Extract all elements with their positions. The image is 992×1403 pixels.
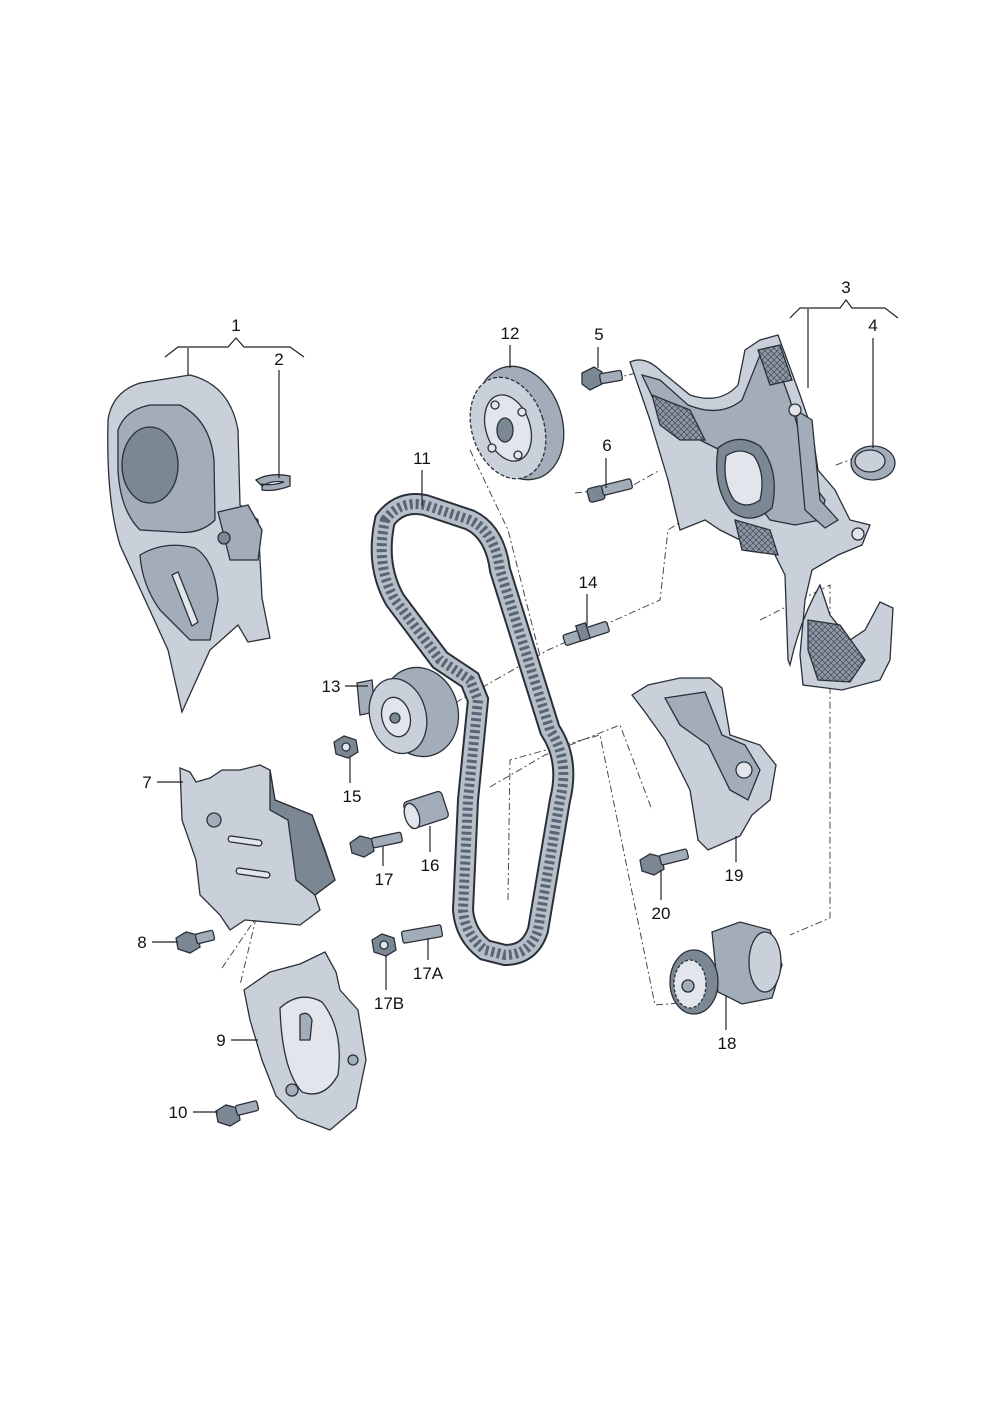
callout-12: 12 — [501, 324, 520, 343]
callout-2: 2 — [274, 350, 283, 369]
bracket-19 — [631, 677, 777, 851]
callout-17: 17 — [375, 870, 394, 889]
bolt-20 — [639, 848, 690, 876]
callout-7: 7 — [142, 773, 151, 792]
callout-13: 13 — [322, 677, 341, 696]
timing-belt — [370, 493, 575, 967]
callout-18: 18 — [718, 1034, 737, 1053]
callout-labels: 1 2 3 4 5 6 7 8 9 10 11 12 13 14 15 16 1… — [137, 278, 877, 1122]
stud-17a — [400, 924, 444, 944]
callout-16: 16 — [421, 856, 440, 875]
lower-cover — [243, 951, 367, 1131]
bolt-10 — [215, 1100, 260, 1127]
callout-15: 15 — [343, 787, 362, 806]
tensioner-roller — [356, 666, 460, 758]
callout-3: 3 — [841, 278, 850, 297]
callout-6: 6 — [602, 436, 611, 455]
plug — [850, 445, 896, 481]
callout-1: 1 — [231, 316, 240, 335]
callout-5: 5 — [594, 325, 603, 344]
leader-lines — [152, 299, 899, 1113]
nut-17b — [371, 933, 397, 957]
callout-19: 19 — [725, 866, 744, 885]
bolt-5 — [581, 366, 624, 391]
middle-cover — [179, 764, 336, 931]
stud-14 — [562, 621, 610, 646]
callout-10: 10 — [169, 1103, 188, 1122]
spacer-16 — [403, 790, 449, 830]
water-pump — [669, 921, 783, 1015]
bolt-17 — [349, 831, 403, 858]
clip — [254, 474, 291, 492]
callout-14: 14 — [579, 573, 598, 592]
camshaft-sprocket — [469, 365, 565, 481]
callout-11: 11 — [413, 449, 431, 468]
rear-timing-cover — [629, 334, 894, 691]
callout-8: 8 — [137, 933, 146, 952]
bolt-8 — [175, 929, 216, 954]
bolt-6 — [586, 478, 633, 503]
callout-9: 9 — [216, 1031, 225, 1050]
nut-15 — [333, 735, 359, 759]
callout-20: 20 — [652, 904, 671, 923]
callout-17a: 17A — [413, 964, 444, 983]
callout-17b: 17B — [374, 994, 404, 1013]
callout-4: 4 — [868, 316, 877, 335]
upper-timing-cover — [107, 374, 271, 715]
